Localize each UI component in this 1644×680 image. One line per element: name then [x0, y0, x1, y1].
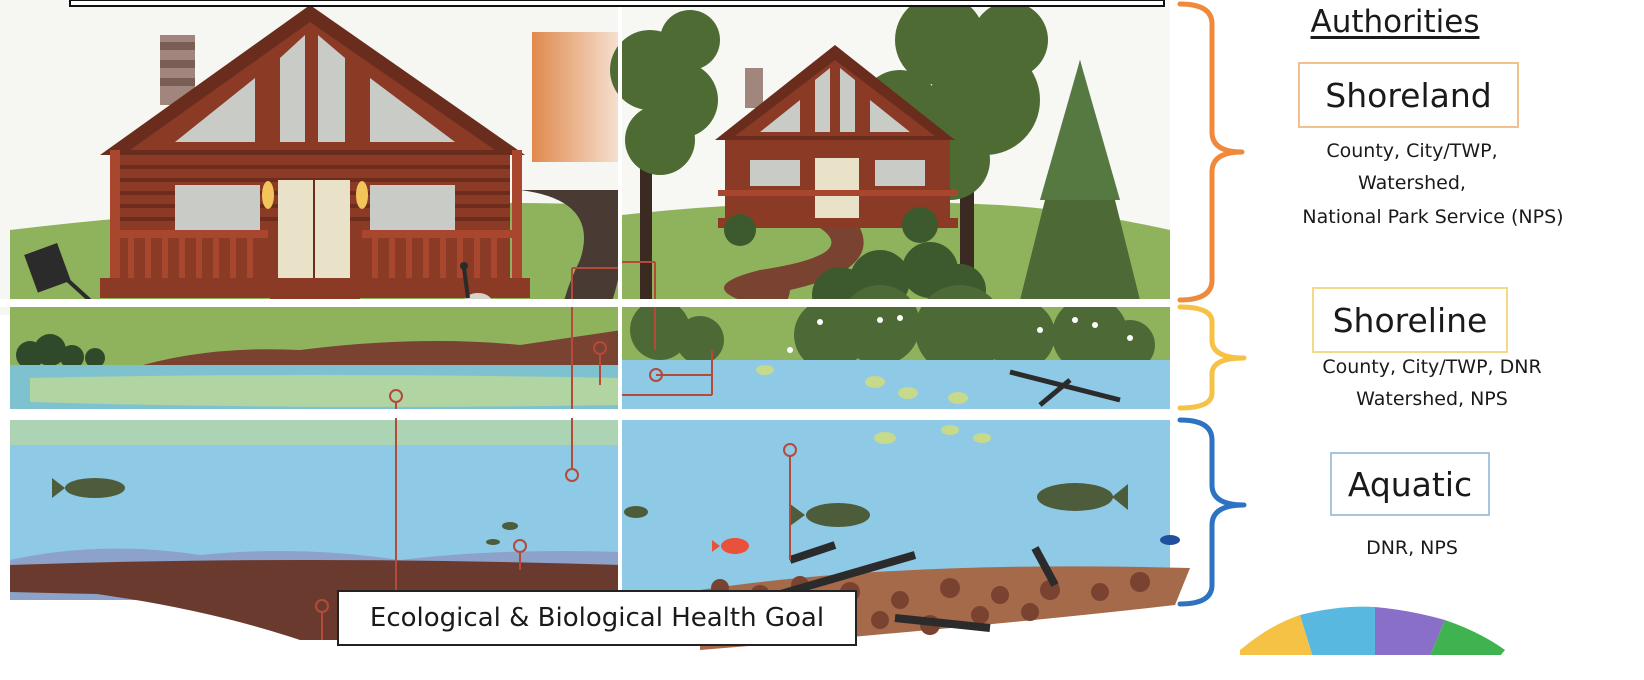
- shoreline-bracket: [1177, 304, 1247, 411]
- aquatic-agencies: DNR, NPS: [1366, 537, 1458, 559]
- shoreline-agencies-line-1: County, City/TWP, DNR: [1322, 356, 1542, 378]
- fish-icon: [712, 538, 749, 554]
- aquatic-label: Aquatic: [1330, 452, 1490, 516]
- shoreland-label: Shoreland: [1298, 62, 1519, 128]
- fish-icon: [52, 478, 125, 498]
- shoreland-bracket: [1177, 1, 1245, 303]
- shoreland-agencies-line-1: County, City/TWP,: [1326, 140, 1498, 162]
- aquatic-bracket: [1177, 417, 1247, 607]
- sunset-block: [532, 32, 622, 162]
- zone-brackets: [1177, 1, 1247, 607]
- tree-icon: [610, 10, 720, 310]
- cabin-large-icon: [100, 5, 530, 320]
- authorities-heading: Authorities: [1310, 4, 1480, 40]
- shoreland-agencies-line-2: Watershed,: [1358, 172, 1466, 194]
- shoreland-agencies-line-3: National Park Service (NPS): [1302, 206, 1564, 228]
- pine-tree-icon: [1015, 60, 1145, 320]
- fish-icon: [790, 503, 870, 527]
- submerged-log-icon: [1009, 369, 1121, 407]
- fish-icon: [1037, 483, 1128, 511]
- goal-label: Ecological & Biological Health Goal: [337, 590, 857, 646]
- shoreline-agencies-line-2: Watershed, NPS: [1356, 388, 1508, 410]
- left-panel: [0, 0, 622, 640]
- cabin-small-icon: [715, 45, 958, 228]
- puzzle-wheel-icon: [1230, 606, 1520, 680]
- right-panel: [610, 0, 1190, 650]
- shoreline-label: Shoreline: [1312, 287, 1508, 353]
